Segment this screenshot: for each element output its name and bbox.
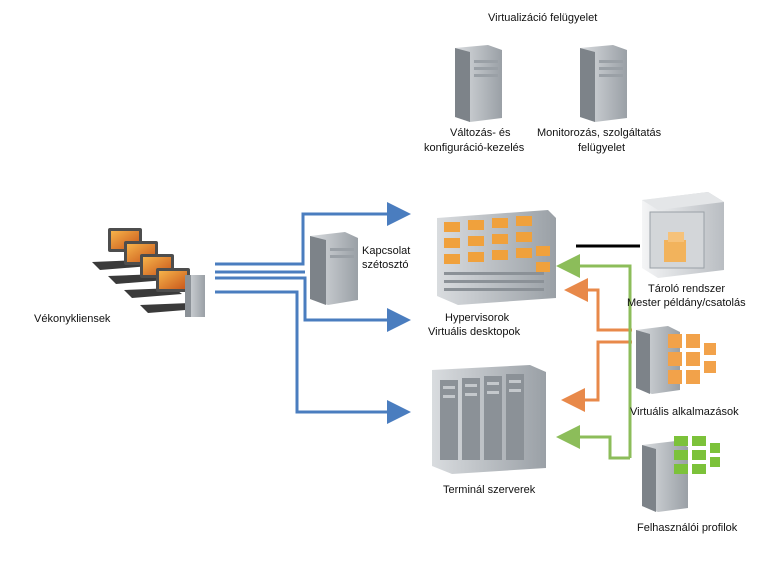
- storage-label-line1: Tároló rendszer: [648, 283, 726, 295]
- app-cube-icon: [668, 334, 716, 384]
- storage-label-line2: Mester példány/csatolás: [627, 297, 746, 309]
- broker-label-line1: Kapcsolat: [362, 245, 411, 257]
- storage-box-icon: [642, 192, 724, 278]
- change-mgmt-server: [455, 45, 502, 122]
- monitor-icon: [140, 268, 198, 313]
- broker-label-line2: szétosztó: [362, 259, 409, 271]
- broker-server: [310, 232, 358, 305]
- green-connections: [556, 254, 632, 460]
- thin-clients-group: [92, 228, 205, 317]
- monitoring-server: [580, 45, 627, 122]
- hypervisors-label-line1: Hypervisorok: [445, 312, 510, 324]
- change-mgmt-label-line1: Változás- és: [450, 127, 511, 139]
- virtual-apps-label: Virtuális alkalmazások: [630, 406, 739, 418]
- hypervisor-rack: [437, 210, 556, 305]
- arrow-apps-to-terminal: [561, 340, 632, 412]
- orange-connections: [561, 278, 632, 412]
- arrow-profiles-to-hypervisors: [556, 254, 632, 458]
- hypervisors-label-line2: Virtuális desktopok: [428, 326, 521, 338]
- change-mgmt-label-line2: konfiguráció-kezelés: [424, 142, 525, 154]
- user-profiles-group: [642, 436, 720, 512]
- server-icon: [185, 275, 205, 317]
- virtual-apps-group: [636, 326, 716, 394]
- arrow-to-terminal: [215, 290, 411, 424]
- arrow-profiles-to-terminal: [556, 425, 630, 460]
- monitoring-label-line2: felügyelet: [578, 142, 626, 154]
- virtualization-management-title: Virtualizáció felügyelet: [488, 12, 598, 24]
- profile-cube-icon: [674, 436, 720, 474]
- monitoring-label-line1: Monitorozás, szolgáltatás: [537, 127, 662, 139]
- arrow-to-hypervisors-top: [215, 202, 411, 266]
- terminal-servers: [432, 365, 546, 474]
- arrow-apps-to-hypervisors: [564, 278, 632, 332]
- terminal-servers-label: Terminál szerverek: [443, 484, 536, 496]
- arrow-to-hypervisors-bottom: [215, 276, 411, 332]
- blue-connections: [215, 202, 411, 424]
- user-profiles-label: Felhasználói profilok: [637, 522, 738, 534]
- thin-clients-label: Vékonykliensek: [34, 313, 111, 325]
